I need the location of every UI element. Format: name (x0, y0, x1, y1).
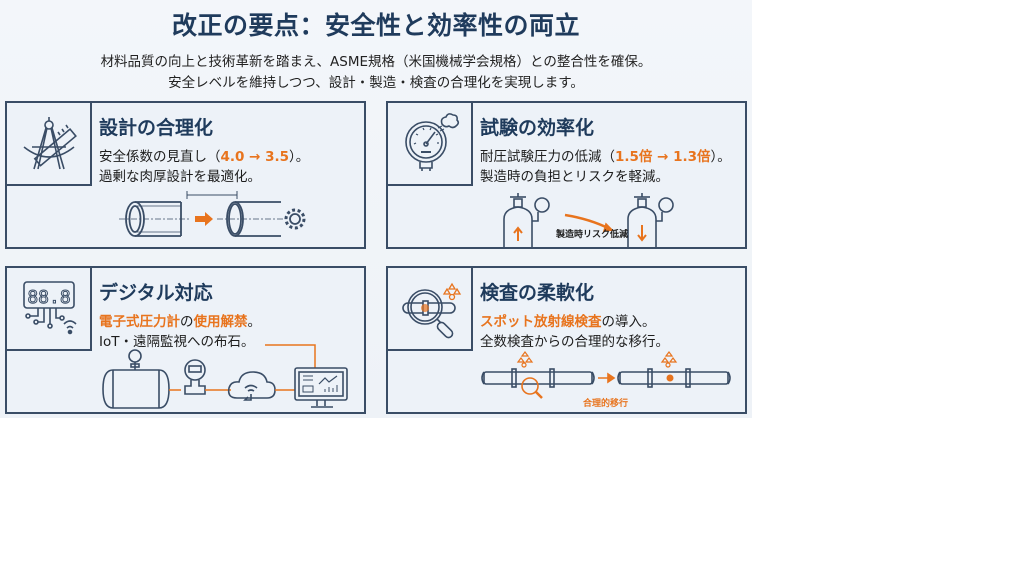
panel-line-2: 製造時の負担とリスクを軽減。 (480, 169, 669, 185)
icon-box: 88.8 (7, 268, 92, 351)
page-title: 改正の要点：安全性と効率性の両立 (171, 11, 580, 40)
text: 安全係数の見直し（ (99, 149, 221, 165)
highlight-safety-factor: 4.0 → 3.5 (220, 149, 290, 165)
highlight-test-pressure: 1.5倍 → 1.3倍 (615, 149, 711, 165)
text: 。 (247, 314, 262, 330)
highlight-spot-radiography: スポット放射線検査 (480, 314, 602, 330)
subtitle-line-2: 安全レベルを維持しつつ、設計・製造・検査の合理化を実現します。 (168, 75, 584, 91)
text: 耐圧試験圧力の低減（ (480, 149, 615, 165)
subtitle-line-1: 材料品質の向上と技術革新を踏まえ、ASME規格（米国機械学会規格）との整合性を確… (100, 54, 652, 70)
panel-digital: 88.8 デジタル対応 電子式圧力計の使用解禁。 IoT・遠隔監視への布石。 (5, 266, 366, 414)
illustration-caption: 合理的移行 (583, 399, 629, 409)
pipeline-inspection-illustration (481, 351, 731, 399)
panel-design: 設計の合理化 安全係数の見直し（4.0 → 3.5）。 過剰な肉厚設計を最適化。 (5, 101, 366, 249)
panel-line-2: IoT・遠隔監視への布石。 (99, 334, 255, 350)
panel-title: デジタル対応 (99, 282, 213, 304)
text: の導入。 (601, 314, 656, 330)
gas-cylinder-illustration (503, 193, 674, 247)
panel-line-1: 電子式圧力計の使用解禁。 (99, 310, 261, 330)
panel-title: 設計の合理化 (99, 117, 214, 139)
iot-monitoring-illustration (102, 344, 348, 409)
pipe-thickness-illustration (119, 191, 306, 237)
panel-testing: 試験の効率化 耐圧試験圧力の低減（1.5倍 → 1.3倍）。 製造時の負担とリス… (386, 101, 747, 249)
panel-line-1: スポット放射線検査の導入。 (480, 310, 656, 330)
compass-ruler-icon (23, 116, 77, 169)
panel-title: 検査の柔軟化 (480, 282, 595, 304)
panel-inspection: 検査の柔軟化 スポット放射線検査の導入。 全数検査からの合理的な移行。 合理的移… (386, 266, 747, 414)
text: の (180, 314, 194, 330)
magnifier-pipe-icon (401, 282, 461, 338)
icon-box (388, 268, 473, 351)
panel-line-1: 耐圧試験圧力の低減（1.5倍 → 1.3倍）。 (480, 145, 731, 165)
highlight-permitted: 使用解禁 (193, 314, 248, 330)
highlight-electronic-gauge: 電子式圧力計 (99, 314, 180, 330)
text: ）。 (710, 149, 731, 165)
text: ）。 (289, 149, 310, 165)
icon-box (7, 103, 92, 186)
digital-display-icon: 88.8 (22, 280, 77, 334)
illustration-caption: 製造時リスク低減 (556, 230, 629, 240)
pressure-gauge-icon (404, 112, 459, 171)
panel-title: 試験の効率化 (480, 117, 595, 139)
panel-line-2: 全数検査からの合理的な移行。 (480, 334, 669, 350)
svg-text:88.8: 88.8 (27, 287, 70, 308)
panel-line-2: 過剰な肉厚設計を最適化。 (99, 169, 261, 185)
icon-box (388, 103, 473, 186)
infographic-canvas: 改正の要点：安全性と効率性の両立 材料品質の向上と技術革新を踏まえ、ASME規格… (0, 0, 752, 418)
panel-line-1: 安全係数の見直し（4.0 → 3.5）。 (99, 145, 309, 165)
